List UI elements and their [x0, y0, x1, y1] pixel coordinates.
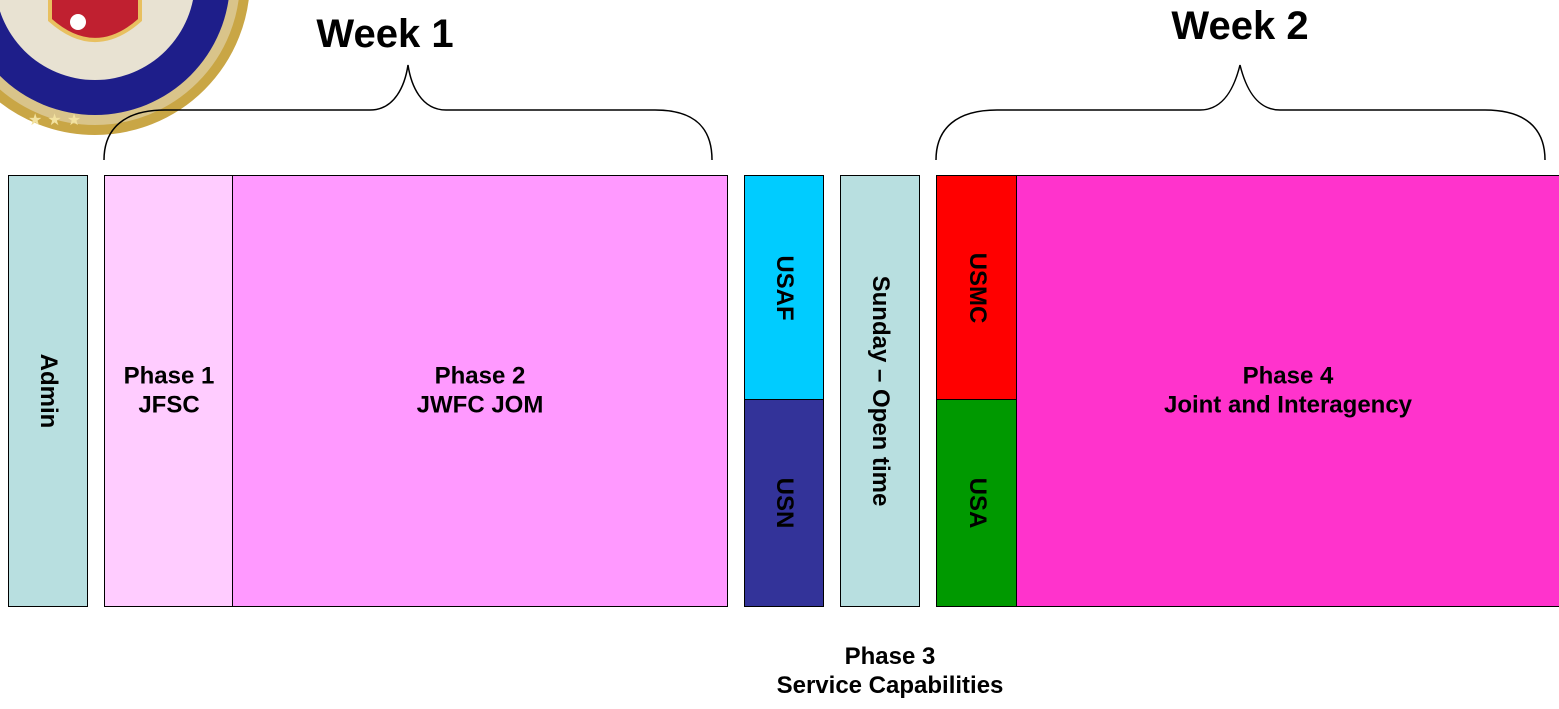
phase1-subtitle: JFSC [138, 392, 200, 419]
phase1-label: Phase 1 JFSC [105, 362, 233, 421]
phase1-block: Phase 1 JFSC [104, 175, 234, 607]
sunday-block: Sunday – Open time [840, 175, 920, 607]
admin-block: Admin [8, 175, 88, 607]
week1-label: Week 1 [316, 12, 454, 56]
usa-label: USA [964, 477, 991, 529]
week1-brace [103, 64, 713, 161]
usmc-label: USMC [964, 252, 991, 324]
admin-label: Admin [35, 353, 62, 429]
sunday-label: Sunday – Open time [867, 275, 894, 507]
phase2-title: Phase 2 [434, 362, 526, 390]
phase3-title: Phase 3 [844, 643, 936, 670]
phase3-caption: Phase 3 Service Capabilities [720, 642, 1060, 701]
phase3-subtitle: Service Capabilities [776, 672, 1004, 700]
phase2-subtitle: JWFC JOM [416, 392, 544, 419]
phase4-title: Phase 4 [1242, 362, 1334, 390]
usa-block: USA [936, 399, 1018, 607]
phase4-block: Phase 4 Joint and Interagency [1016, 175, 1559, 607]
week2-brace [935, 64, 1546, 161]
usaf-label: USAF [771, 255, 798, 321]
usn-block: USN [744, 399, 824, 607]
phase2-block: Phase 2 JWFC JOM [232, 175, 728, 607]
svg-text:★ ★ ★: ★ ★ ★ [28, 110, 81, 129]
phase4-label: Phase 4 Joint and Interagency [1017, 362, 1559, 421]
usn-label: USN [771, 477, 798, 529]
phase2-label: Phase 2 JWFC JOM [233, 362, 727, 421]
usmc-block: USMC [936, 175, 1018, 401]
week2-label: Week 2 [1171, 4, 1309, 48]
phase1-title: Phase 1 [123, 362, 215, 390]
phase4-subtitle: Joint and Interagency [1163, 392, 1413, 419]
usaf-block: USAF [744, 175, 824, 401]
